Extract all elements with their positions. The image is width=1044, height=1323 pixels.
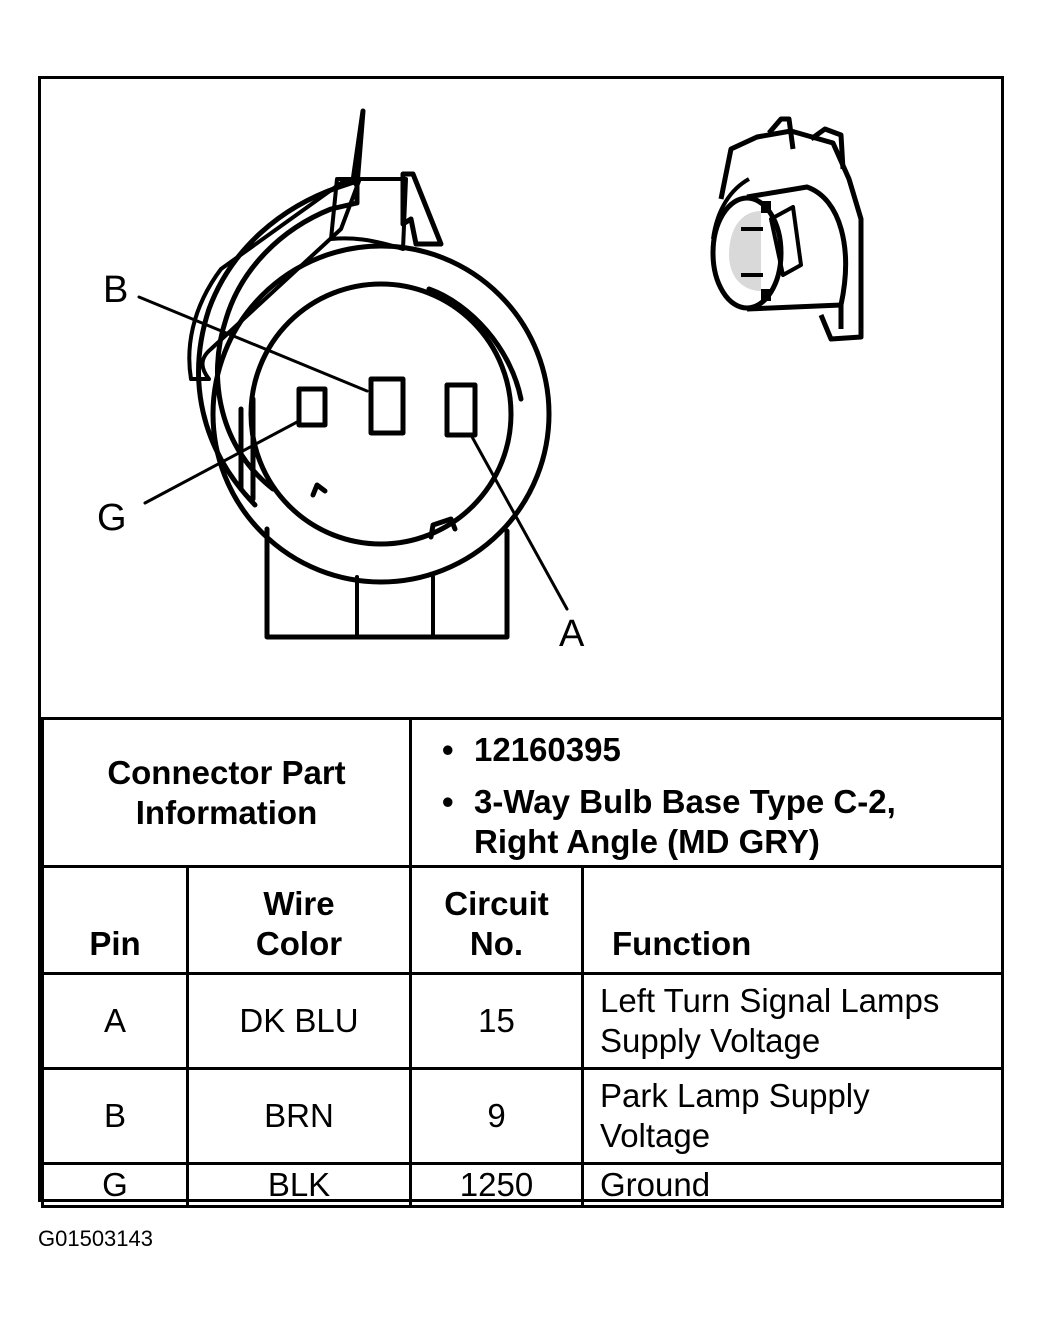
- function-line1: Left Turn Signal Lamps: [600, 982, 940, 1019]
- wire-color-cell: BLK: [186, 1162, 412, 1208]
- leader-g: [143, 419, 301, 505]
- table-row: G BLK 1250 Ground: [41, 1162, 1005, 1208]
- header-wire-color-line2: Color: [255, 925, 343, 962]
- header-wire-color: Wire Color: [186, 865, 412, 975]
- pin-cell: A: [41, 972, 189, 1070]
- part-info-label-line2: Information: [135, 793, 318, 831]
- function-cell: Park Lamp Supply Voltage: [580, 1067, 1005, 1165]
- function-cell: Ground: [580, 1162, 1005, 1208]
- diagram-frame: B G A Connector Part Information • 12160…: [38, 76, 1005, 1208]
- connector-drawing: [137, 108, 864, 640]
- callout-b: B: [103, 269, 129, 311]
- header-pin: Pin: [41, 865, 189, 975]
- part-description-item: • 3-Way Bulb Base Type C-2, Right Angle …: [442, 782, 1001, 862]
- table-row: B BRN 9 Park Lamp Supply Voltage: [41, 1067, 1005, 1165]
- pin-b-terminal: [368, 376, 406, 436]
- circuit-cell: 1250: [409, 1162, 584, 1208]
- wire-color-cell: BRN: [186, 1067, 412, 1165]
- circuit-cell: 15: [409, 972, 584, 1070]
- leader-a: [469, 433, 569, 611]
- part-number: 12160395: [474, 731, 621, 768]
- header-circuit-line1: Circuit: [444, 885, 549, 922]
- part-description-line1: 3-Way Bulb Base Type C-2,: [474, 783, 896, 820]
- connector-face-inner: [248, 281, 514, 547]
- wire-housing: [264, 526, 510, 640]
- bullet-icon: •: [442, 783, 454, 820]
- part-info-label-line1: Connector Part: [107, 753, 346, 791]
- function-line2: Voltage: [600, 1117, 711, 1154]
- connector-3d-view: [710, 116, 864, 342]
- header-wire-color-line1: Wire: [263, 885, 335, 922]
- connector-face-outer: [210, 243, 552, 585]
- pinout-table: Connector Part Information • 12160395 • …: [41, 717, 1005, 1208]
- circuit-cell: 9: [409, 1067, 584, 1165]
- callout-a: A: [559, 613, 585, 655]
- part-description-line2: Right Angle (MD GRY): [474, 823, 820, 860]
- figure-id: G01503143: [38, 1226, 153, 1251]
- header-function-label: Function: [612, 925, 752, 962]
- pin-g-terminal: [296, 386, 328, 428]
- function-line2: Supply Voltage: [600, 1022, 821, 1059]
- function-line1: Park Lamp Supply: [600, 1077, 870, 1114]
- part-info-label: Connector Part Information: [41, 717, 412, 868]
- header-circuit: Circuit No.: [409, 865, 584, 975]
- table-row: A DK BLU 15 Left Turn Signal Lamps Suppl…: [41, 972, 1005, 1070]
- table-header-row: Pin Wire Color Circuit No. Function: [41, 865, 1005, 975]
- callout-g: G: [97, 497, 127, 539]
- pin-cell: G: [41, 1162, 189, 1208]
- part-number-item: • 12160395: [442, 730, 1001, 770]
- locking-tab: [400, 171, 444, 247]
- part-info-values: • 12160395 • 3-Way Bulb Base Type C-2, R…: [408, 717, 1005, 868]
- pin-cell: B: [41, 1067, 189, 1165]
- pin-a-terminal: [444, 382, 478, 438]
- header-function: Function: [580, 865, 1005, 975]
- wire-color-cell: DK BLU: [186, 972, 412, 1070]
- function-cell: Left Turn Signal Lamps Supply Voltage: [580, 972, 1005, 1070]
- header-circuit-line2: No.: [469, 925, 524, 962]
- function-line1: Ground: [600, 1166, 711, 1203]
- leader-b: [137, 295, 369, 393]
- bullet-icon: •: [442, 731, 454, 768]
- connector-housing-outline: [350, 108, 366, 188]
- header-pin-label: Pin: [89, 925, 141, 962]
